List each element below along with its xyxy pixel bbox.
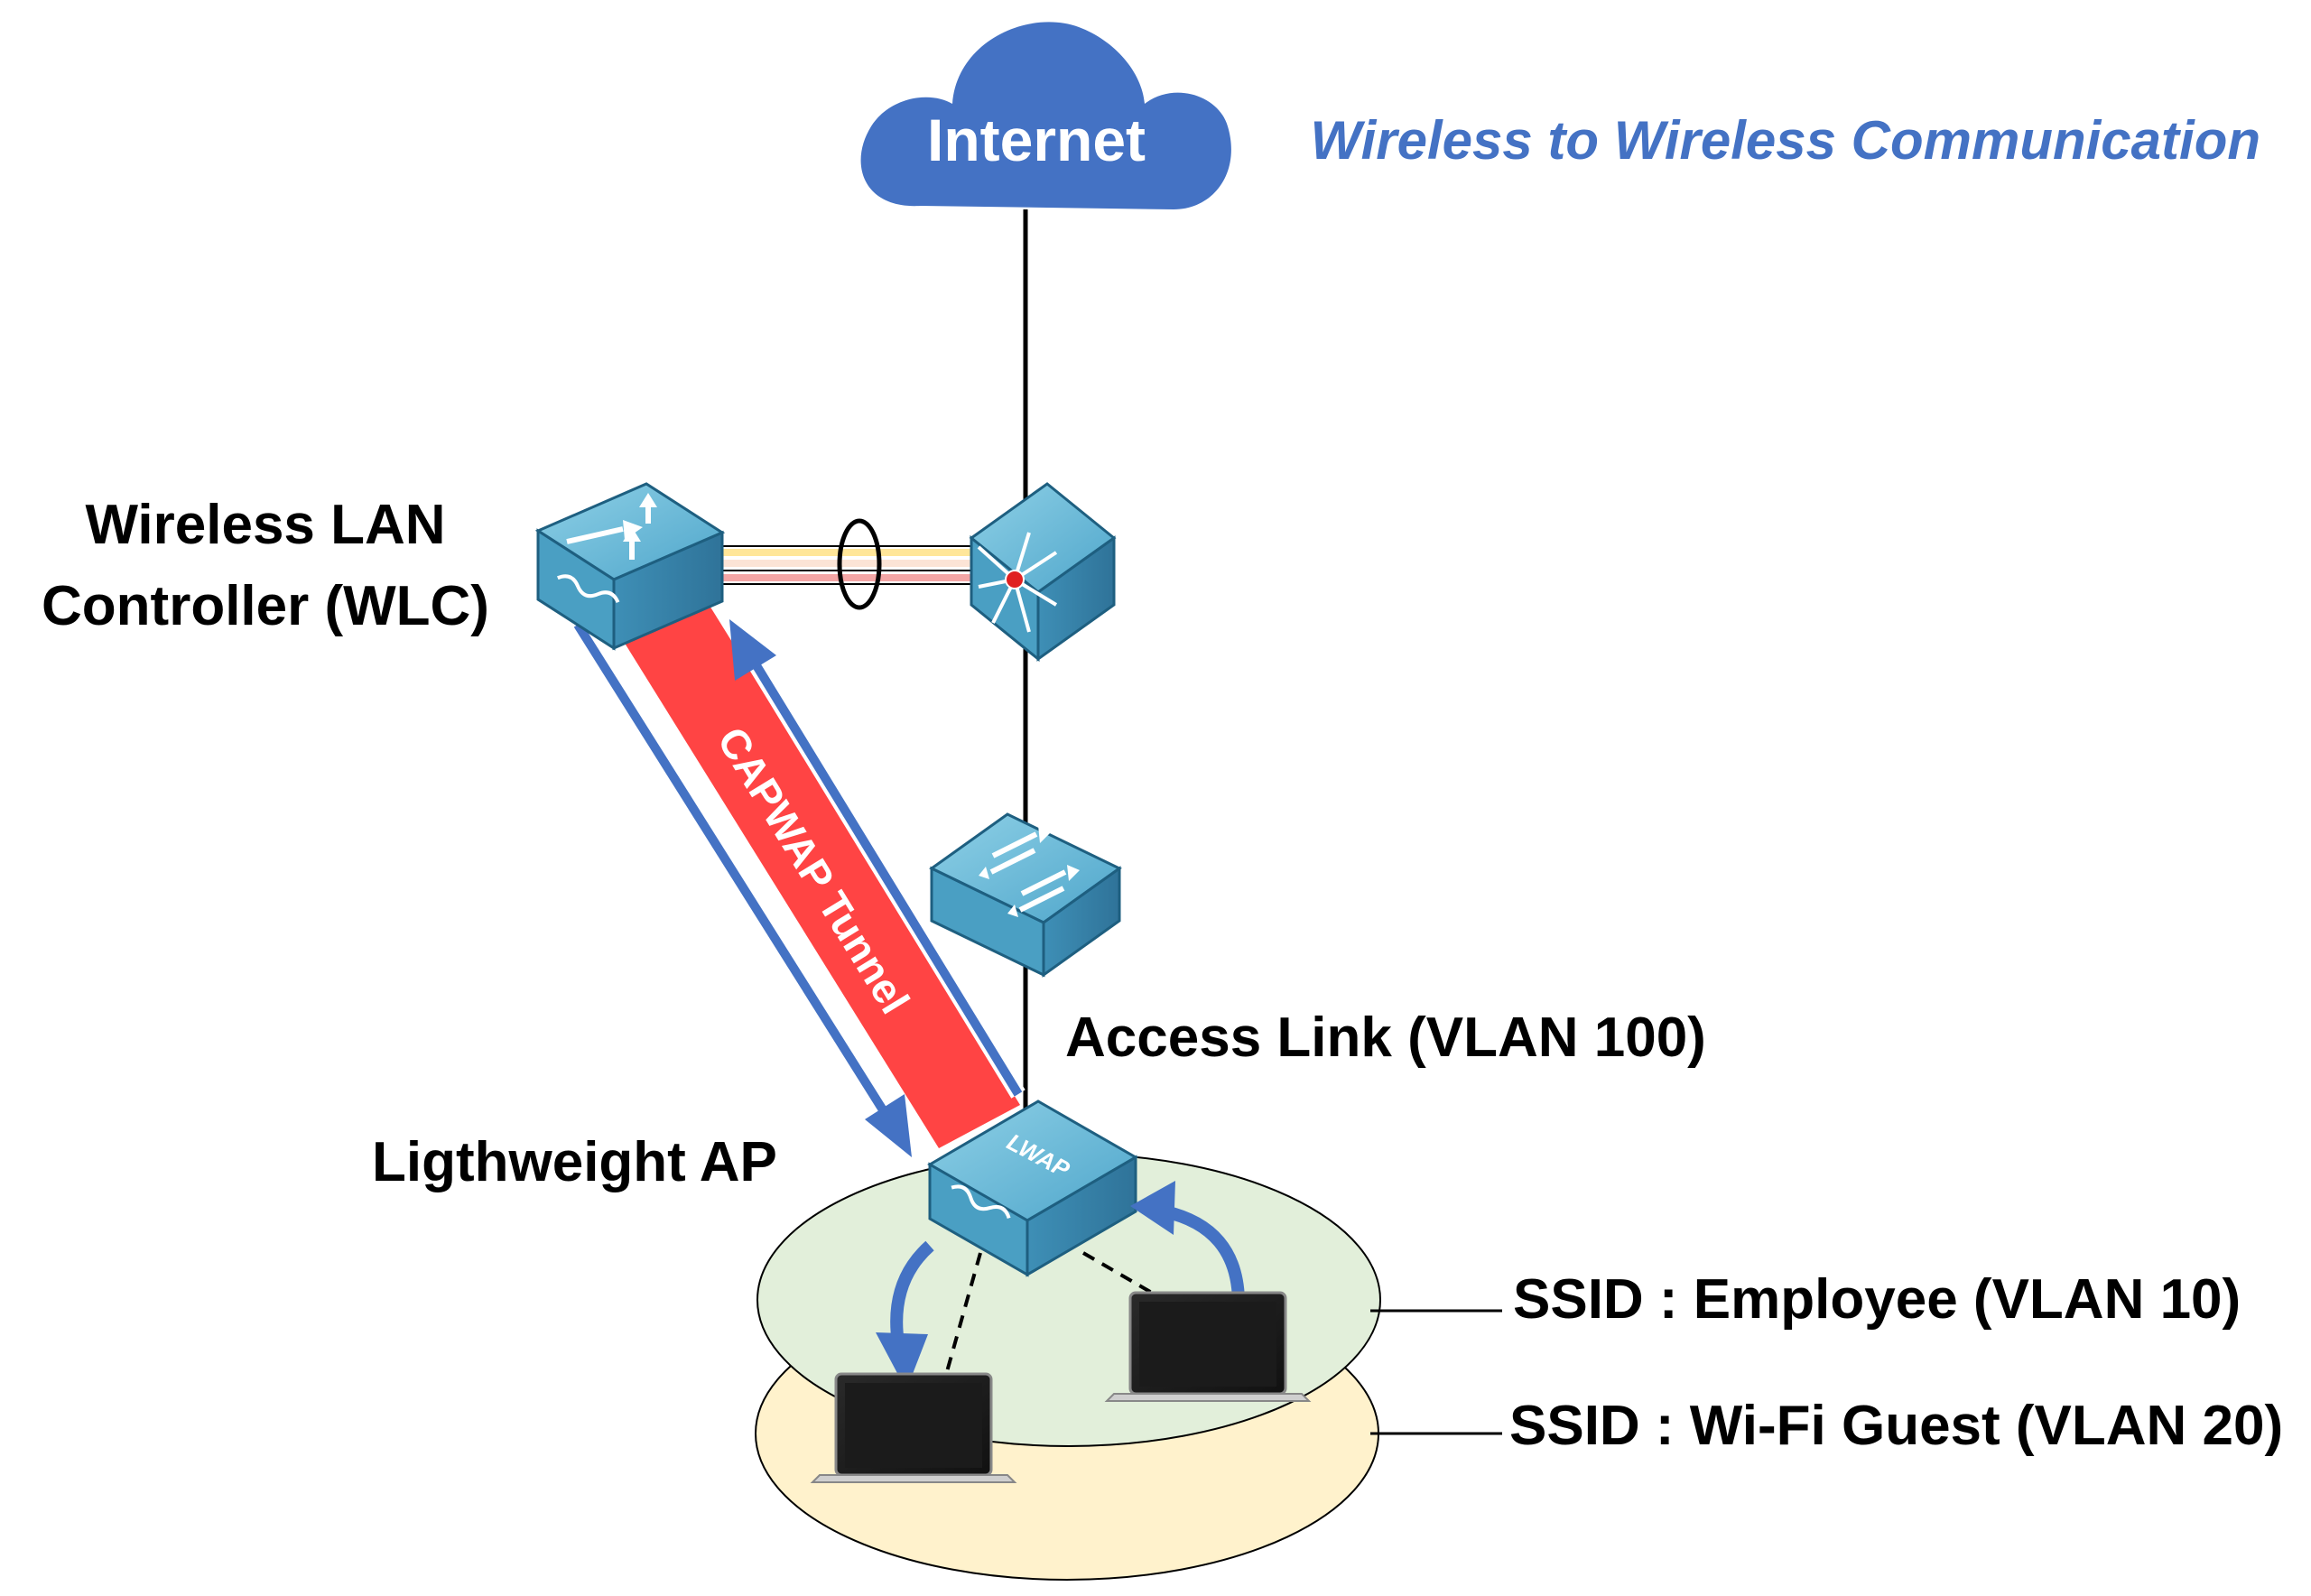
wlc-label-line2: Controller (WLC): [42, 575, 489, 637]
access-link-label: Access Link (VLAN 100): [1065, 1007, 1706, 1069]
wireless-arrow-to-laptop: [876, 1240, 934, 1390]
access-switch-icon: [929, 812, 1122, 978]
laptop-icon: [1104, 1291, 1312, 1402]
multilayer-switch-icon: [969, 482, 1117, 663]
cloud-label: Internet: [927, 107, 1146, 173]
cloud-icon: Internet: [860, 22, 1231, 210]
wireless-arrow-to-ap: [1130, 1181, 1245, 1301]
tunnel-arrow-down: [571, 620, 912, 1157]
tunnel-arrow-up: [729, 619, 1026, 1099]
diagram-title: Wireless to Wireless Communication: [1310, 110, 2260, 171]
lightweight-ap-label: Ligthweight AP: [372, 1131, 777, 1193]
laptop-icon: [810, 1372, 1017, 1483]
ssid-guest-label: SSID : Wi-Fi Guest (VLAN 20): [1509, 1395, 2283, 1457]
ssid-employee-label: SSID : Employee (VLAN 10): [1513, 1268, 2241, 1331]
etherchannel-link: [722, 518, 980, 610]
wlc-icon: [534, 482, 726, 651]
wlc-label-line1: Wireless LAN: [85, 494, 445, 556]
access-point-icon: LWAP: [927, 1100, 1138, 1277]
wireless-link-left: [942, 1252, 982, 1382]
